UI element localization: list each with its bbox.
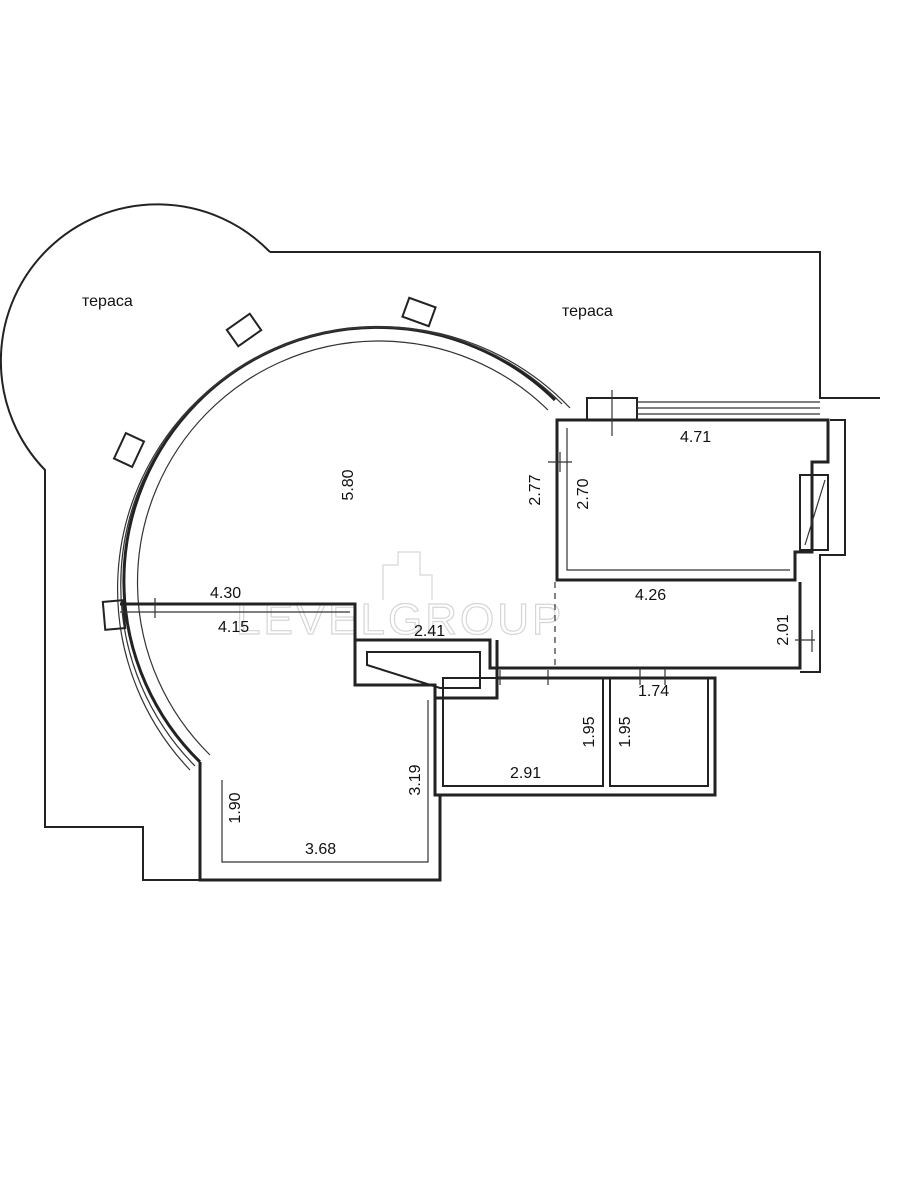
room-top-right: [548, 390, 830, 582]
dim-living-room: 5.80: [340, 469, 357, 500]
watermark-text: LEVELGROUP: [236, 595, 564, 644]
dim-corridor-left-upper: 4.30: [210, 585, 241, 602]
dim-bathroom-height: 1.95: [581, 716, 598, 747]
living-room-round-wall: [116, 325, 571, 771]
dim-hall-width: 2.41: [414, 623, 445, 640]
dim-corridor-right: 4.26: [635, 587, 666, 604]
wet-rooms: [433, 668, 717, 797]
dim-kitchen-height: 3.19: [407, 764, 424, 795]
window-mullions: [101, 296, 437, 631]
watermark-logo: LEVELGROUP: [235, 551, 564, 645]
dim-wc-width: 1.74: [638, 683, 669, 700]
terrace-outline: [0, 203, 880, 881]
dim-room-depth-outer: 2.77: [527, 474, 544, 505]
terrace-label-right: тераса: [562, 303, 613, 320]
kitchen: [198, 700, 442, 882]
terrace-label-left: тераса: [82, 293, 133, 310]
dim-room-depth-inner: 2.70: [575, 478, 592, 509]
dim-bathroom-width: 2.91: [510, 765, 541, 782]
dim-wc-height: 1.95: [617, 716, 634, 747]
corridor: [120, 582, 815, 700]
dim-kitchen-width: 3.68: [305, 841, 336, 858]
dim-kitchen-left-height: 1.90: [227, 792, 244, 823]
dim-room-width: 4.71: [680, 429, 711, 446]
dim-corridor-left-lower: 4.15: [218, 619, 249, 636]
dim-corridor-right-height: 2.01: [775, 614, 792, 645]
